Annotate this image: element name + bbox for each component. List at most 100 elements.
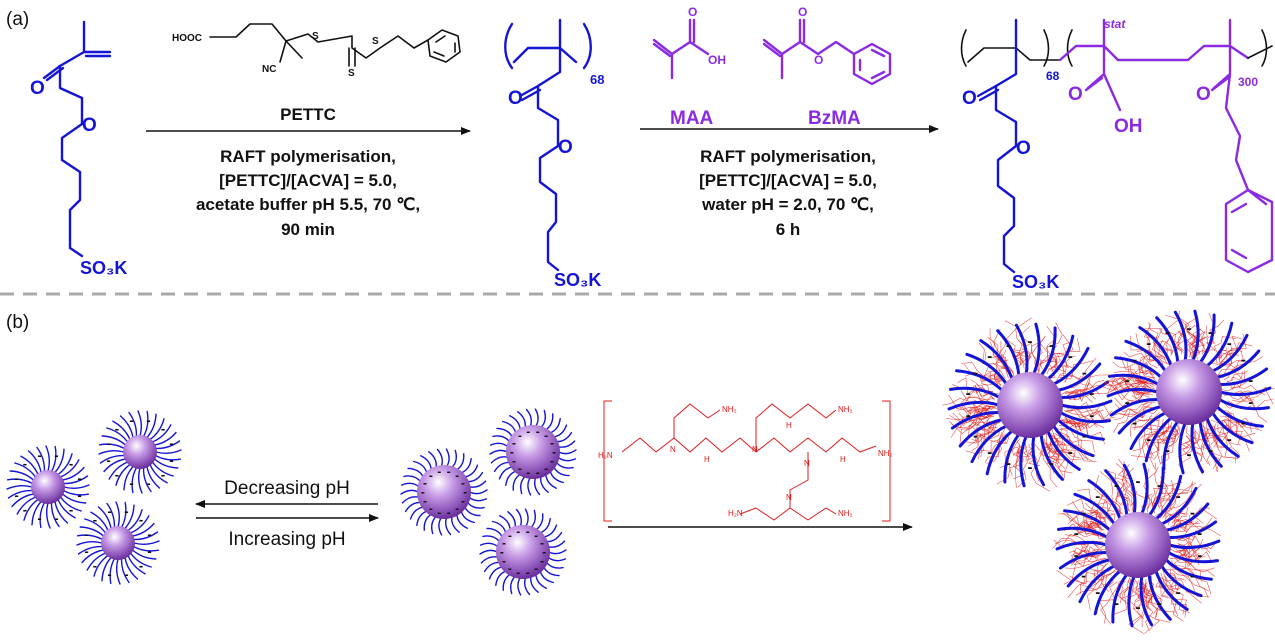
stabilizer-chain xyxy=(958,418,1004,448)
maa-label: MAA xyxy=(670,108,714,129)
charge-mark: - xyxy=(147,527,151,542)
stabilizer-chain xyxy=(103,458,127,473)
copolymer-dp2: 300 xyxy=(1238,75,1258,89)
stabilizer-chain xyxy=(492,520,507,534)
stabilizer-chain xyxy=(479,549,499,555)
internal-charge-mark: - xyxy=(534,562,538,576)
stabilizer-chain xyxy=(115,558,121,585)
pei-chain xyxy=(956,406,988,412)
stabilizer-chain xyxy=(534,408,539,428)
charge-mark: - xyxy=(1165,324,1170,341)
pei-chain xyxy=(978,432,1002,460)
pei-chain xyxy=(1025,443,1035,462)
stabilizer-chain xyxy=(468,489,488,495)
pei-chain xyxy=(1015,350,1026,369)
particle: ------------------ xyxy=(1052,458,1221,634)
stabilizer-chain xyxy=(93,554,109,577)
pei-chain xyxy=(1177,330,1187,353)
charge-mark: - xyxy=(139,512,143,527)
stabilizer-chain xyxy=(1039,432,1064,481)
stabilizer-chain xyxy=(45,502,51,529)
increasing-ph-label: Increasing pH xyxy=(228,529,345,550)
internal-charge-mark: - xyxy=(550,454,554,468)
step2-condition-3: water pH = 2.0, 70 ℃, xyxy=(701,195,874,214)
stabilizer-chain xyxy=(1106,387,1160,398)
charge-mark: - xyxy=(1187,320,1192,337)
particle: ------------------ xyxy=(942,317,1116,492)
pei-chain xyxy=(1156,422,1176,463)
charge-mark: - xyxy=(1227,335,1232,352)
stabilizer-chain xyxy=(106,427,129,443)
stabilizer-chain xyxy=(79,526,105,537)
charge-mark: - xyxy=(77,487,81,502)
pei-chain xyxy=(1086,512,1106,523)
pei-chain xyxy=(1210,419,1233,448)
internal-charge-mark: - xyxy=(516,566,520,580)
charge-mark: - xyxy=(169,452,173,467)
pei-chain xyxy=(1220,345,1244,369)
pei-chain xyxy=(1171,330,1181,352)
pei-chain xyxy=(1165,340,1173,355)
internal-charge-mark: - xyxy=(526,566,530,580)
stabilizer-chain xyxy=(133,531,159,541)
stabilizer-chain xyxy=(1198,313,1216,365)
stabilizer-chain xyxy=(97,506,112,530)
step2-condition-1: RAFT polymerisation, xyxy=(700,147,876,166)
stabilizer-chain xyxy=(445,516,452,536)
internal-charge-mark: - xyxy=(540,536,544,550)
stabilizer-chain xyxy=(131,467,138,494)
particle-core xyxy=(123,435,157,469)
internal-charge-mark: - xyxy=(544,462,548,476)
particle-core xyxy=(417,465,471,519)
pei-chain xyxy=(1159,424,1181,465)
pei-chain xyxy=(961,362,1001,383)
pei-chain xyxy=(1117,480,1131,508)
stabilizer-chain xyxy=(1160,564,1203,598)
stabilizer-chain xyxy=(401,496,420,504)
pei-end-nh2: NH₂ xyxy=(878,449,893,458)
charge-mark: - xyxy=(84,543,88,558)
pei-chain xyxy=(989,328,1008,373)
charge-mark: - xyxy=(1248,394,1253,411)
pei-n-2: N xyxy=(752,445,758,454)
stabilizer-chain xyxy=(1078,564,1116,604)
stabilizer-chain xyxy=(155,454,182,461)
stabilizer-chain xyxy=(515,508,522,528)
pei-chain xyxy=(972,405,998,419)
pei-chain xyxy=(1070,556,1098,568)
pei-chain xyxy=(1101,578,1114,593)
charge-mark: - xyxy=(1190,567,1195,584)
stabilizer-chain xyxy=(499,515,511,531)
pei-chain xyxy=(960,388,995,401)
stabilizer-chain xyxy=(1056,418,1105,441)
pettc-cooh-label: HOOC xyxy=(172,33,202,44)
step1-condition-1: RAFT polymerisation, xyxy=(220,147,396,166)
stabilizer-chain xyxy=(985,429,1014,476)
pei-chain xyxy=(1011,438,1021,457)
stabilizer-chain xyxy=(423,513,432,531)
charge-mark: - xyxy=(973,365,978,382)
pei-chain xyxy=(1218,335,1247,361)
charge-mark: - xyxy=(107,567,111,582)
stabilizer-chain xyxy=(1140,462,1149,516)
charge-mark: - xyxy=(1176,584,1181,601)
stabilizer-chain xyxy=(1147,466,1165,518)
charge-mark: - xyxy=(115,421,119,436)
stabilizer-chain xyxy=(409,506,424,520)
charge-mark: - xyxy=(54,511,58,526)
stabilizer-chain xyxy=(549,470,564,484)
stabilizer-chain xyxy=(124,556,139,580)
stabilizer-chain xyxy=(535,573,547,589)
charge-mark: - xyxy=(1136,473,1141,490)
charge-mark: - xyxy=(124,567,128,582)
pei-coated-particles-group: ----------------------------------------… xyxy=(942,309,1275,634)
macro-cta-ester-o: O xyxy=(558,137,573,158)
stabilizer-chain xyxy=(50,502,60,528)
stabilizer-chain xyxy=(137,410,143,437)
pei-chain xyxy=(1171,511,1186,524)
stabilizer-chain xyxy=(23,498,39,521)
stabilizer-chain xyxy=(517,411,526,429)
pei-chain xyxy=(1141,581,1148,628)
stabilizer-chain xyxy=(403,475,422,483)
